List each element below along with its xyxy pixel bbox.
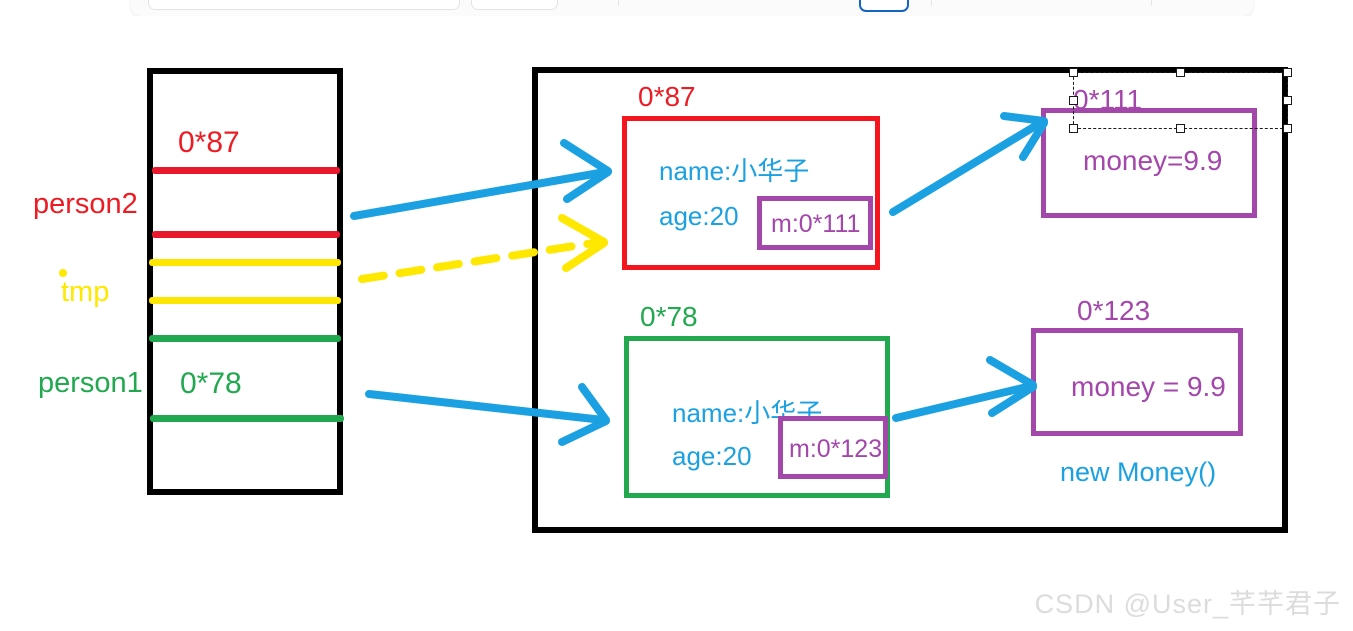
toolbar-divider-3	[1151, 0, 1152, 6]
pointer-field-label-87: m:0*111	[771, 210, 861, 238]
stack-divider-person1-bottom	[150, 415, 344, 422]
tmp-marker-dot	[59, 269, 67, 277]
stack-divider-tmp-top	[149, 259, 341, 266]
stack-divider-person2-bottom	[152, 231, 340, 238]
selection-handle-sw[interactable]	[1069, 124, 1078, 133]
stack-value-person1: 0*78	[180, 367, 242, 400]
selection-handle-s[interactable]	[1176, 124, 1185, 133]
heap-object-money-123: money = 9.9	[1031, 328, 1243, 436]
toolbar-field-1[interactable]	[148, 0, 460, 10]
stack-frame	[147, 68, 343, 495]
heap-frame	[532, 67, 1288, 533]
field-name-87: name:小华子	[659, 156, 810, 186]
selection-handle-w[interactable]	[1069, 96, 1078, 105]
stack-label-person1: person1	[38, 367, 143, 399]
heap-address-label-0x87: 0*87	[638, 81, 696, 112]
toolbar-divider-2	[931, 0, 932, 6]
pointer-field-box-87: m:0*111	[757, 196, 873, 250]
stack-value-person2: 0*87	[178, 126, 240, 159]
toolbar-divider-1	[618, 0, 619, 6]
stack-label-person2: person2	[33, 188, 138, 220]
selection-handle-ne[interactable]	[1283, 68, 1292, 77]
pointer-field-box-78: m:0*123	[778, 416, 888, 479]
stack-divider-tmp-bottom	[149, 297, 341, 304]
pointer-field-label-78: m:0*123	[789, 435, 883, 463]
money-value-123: money = 9.9	[1071, 371, 1226, 402]
stack-divider-person2-top	[152, 167, 340, 174]
toolbar-selected-button[interactable]	[859, 0, 909, 12]
selection-handle-n[interactable]	[1176, 68, 1185, 77]
heap-address-label-0x123: 0*123	[1077, 295, 1151, 326]
selection-handle-se[interactable]	[1283, 124, 1292, 133]
csdn-watermark: CSDN @User_芊芊君子	[1034, 589, 1341, 619]
stack-divider-person1-top	[149, 335, 341, 342]
new-money-caption: new Money()	[1060, 457, 1217, 487]
heap-object-money-111: money=9.9	[1041, 108, 1257, 218]
field-age-87: age:20	[659, 201, 739, 231]
money-value-111: money=9.9	[1083, 145, 1223, 176]
field-age-78: age:20	[672, 441, 752, 471]
toolbar-field-2[interactable]	[471, 0, 558, 10]
selection-marquee[interactable]	[1073, 72, 1288, 129]
toolbar-mask	[0, 16, 1353, 26]
selection-handle-e[interactable]	[1283, 96, 1292, 105]
heap-address-label-0x78: 0*78	[640, 301, 698, 332]
stack-label-tmp: tmp	[61, 276, 110, 308]
selection-handle-nw[interactable]	[1069, 68, 1078, 77]
app-toolbar-strip	[131, 0, 1253, 16]
